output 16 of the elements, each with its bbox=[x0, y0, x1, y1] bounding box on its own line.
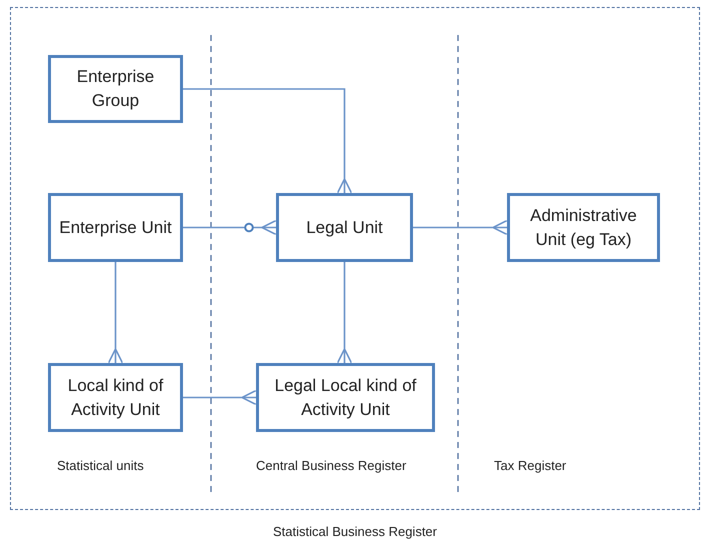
frame-title: Statistical Business Register bbox=[272, 524, 438, 540]
entity-box: Enterprise Unit bbox=[48, 193, 183, 262]
entity-box: Local kind of Activity Unit bbox=[48, 363, 183, 432]
relationship-line bbox=[413, 220, 508, 236]
relationship-line bbox=[336, 262, 352, 364]
entity-box: Administrative Unit (eg Tax) bbox=[507, 193, 660, 262]
entity-box: Legal Unit bbox=[276, 193, 413, 262]
entity-box: Legal Local kind of Activity Unit bbox=[256, 363, 435, 432]
relationship-line bbox=[183, 220, 277, 236]
column-label: Statistical units bbox=[57, 458, 144, 473]
entity-box: Enterprise Group bbox=[48, 55, 183, 123]
relationship-line bbox=[183, 88, 352, 194]
relationship-line bbox=[183, 390, 257, 406]
relationship-line bbox=[108, 262, 124, 364]
column-label: Tax Register bbox=[494, 458, 566, 473]
column-label: Central Business Register bbox=[256, 458, 406, 473]
